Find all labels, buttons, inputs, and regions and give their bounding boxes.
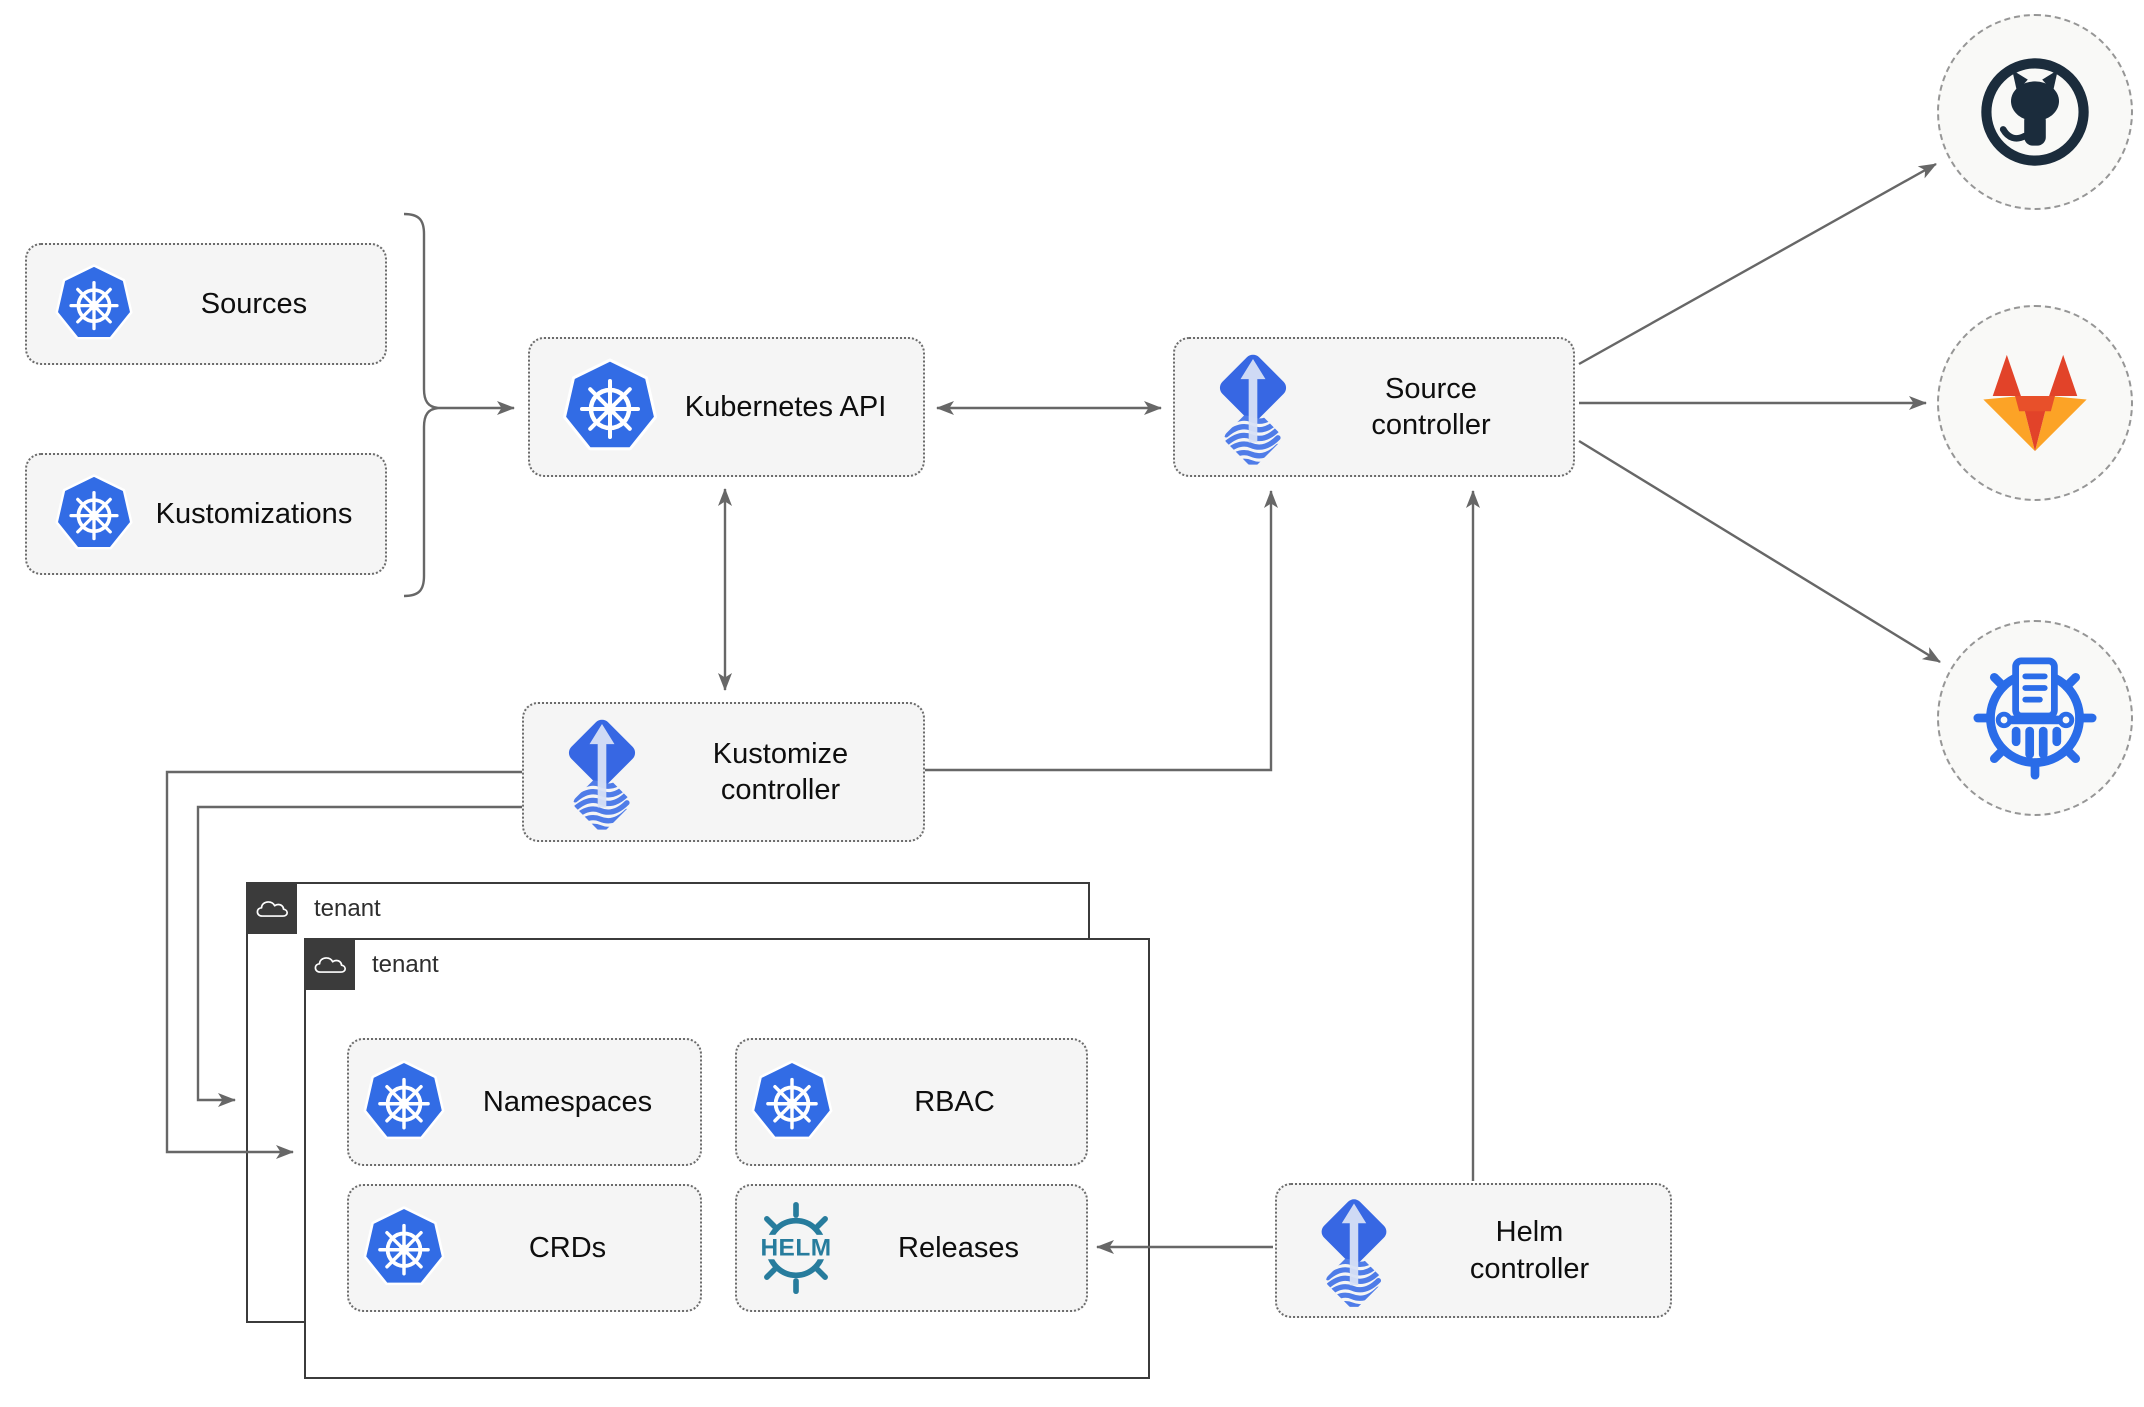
- edge-source-to-github: [1578, 162, 1937, 366]
- kubernetes-icon: [361, 1205, 447, 1291]
- kubernetes-icon: [749, 1059, 835, 1145]
- node-sources: Sources: [25, 243, 387, 365]
- kubernetes-icon: [560, 357, 660, 457]
- github-node: [1937, 14, 2133, 210]
- tenant-label: tenant: [314, 895, 381, 922]
- flux-icon: [554, 714, 650, 830]
- node-kustomizations: Kustomizations: [25, 453, 387, 575]
- node-helm-controller: Helm controller: [1275, 1183, 1672, 1318]
- node-label: Source controller: [1371, 372, 1491, 441]
- edge-kustomize-to-source-controller: [925, 490, 1278, 772]
- node-source-controller: Source controller: [1173, 337, 1575, 477]
- node-label: Sources: [200, 287, 308, 320]
- node-releases: HELM Releases: [735, 1184, 1088, 1312]
- node-label: RBAC: [914, 1085, 995, 1118]
- github-octocat-icon: [1975, 52, 2095, 172]
- cloud-icon: [256, 897, 290, 921]
- helm-repository-museum-icon: [1972, 656, 2098, 780]
- node-label: Releases: [898, 1231, 1019, 1264]
- node-namespaces: Namespaces: [347, 1038, 702, 1166]
- chartmuseum-node: [1937, 620, 2133, 816]
- node-rbac: RBAC: [735, 1038, 1088, 1166]
- node-kustomize-controller: Kustomize controller: [522, 702, 925, 842]
- tenant-header: [248, 884, 297, 934]
- node-label: Kustomize controller: [712, 737, 849, 806]
- helm-wordmark: HELM: [760, 1235, 831, 1262]
- node-label: CRDs: [528, 1231, 607, 1264]
- node-label: Kubernetes API: [684, 390, 887, 423]
- kubernetes-icon: [53, 473, 135, 555]
- tenant-label: tenant: [372, 951, 439, 978]
- helm-icon: HELM: [760, 1201, 831, 1295]
- gitlab-node: [1937, 305, 2133, 501]
- node-crds: CRDs: [347, 1184, 702, 1312]
- gitlab-fox-icon: [1976, 349, 2094, 457]
- flux-icon: [1205, 349, 1301, 465]
- node-label: Helm controller: [1469, 1216, 1590, 1285]
- grouping-brace: [403, 212, 439, 598]
- node-label: Kustomizations: [155, 497, 353, 530]
- kubernetes-icon: [361, 1059, 447, 1145]
- tenant-header: [306, 940, 355, 990]
- cloud-icon: [314, 953, 348, 977]
- node-label: Namespaces: [482, 1085, 653, 1118]
- tenant-container-front: tenant Namespaces RBAC CRDs HELM Release…: [304, 938, 1150, 1379]
- flux-icon: [1307, 1194, 1401, 1307]
- node-kubernetes-api: Kubernetes API: [528, 337, 925, 477]
- edge-source-to-chartmuseum: [1578, 439, 1941, 664]
- kubernetes-icon: [53, 263, 135, 345]
